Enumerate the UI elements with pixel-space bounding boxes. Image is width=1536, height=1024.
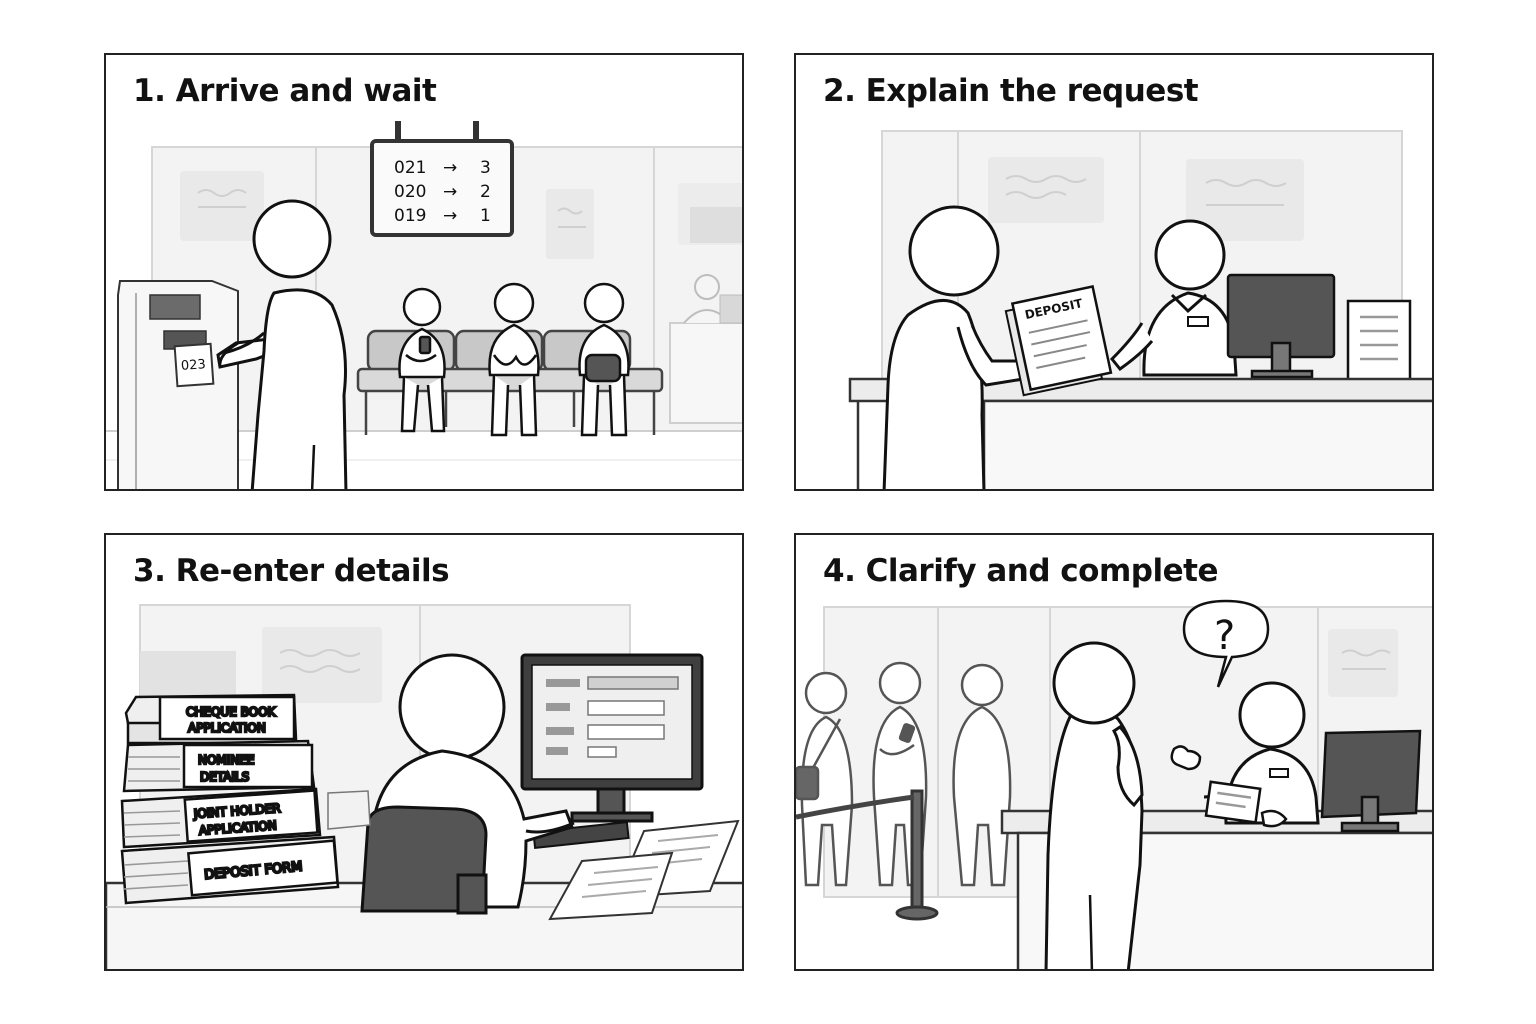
deposit-slip: DEPOSIT xyxy=(1004,285,1113,397)
customer-at-kiosk xyxy=(216,199,348,489)
teller-monitor xyxy=(1226,273,1336,379)
nominee-details-form: NOMINEE DETAILS xyxy=(122,739,316,793)
panel-title: 1. Arrive and wait xyxy=(133,73,437,109)
svg-text:APPLICATION: APPLICATION xyxy=(198,818,277,837)
seated-customer xyxy=(398,287,446,433)
customer-thinking xyxy=(1044,641,1144,969)
panel-explain-the-request: 2. Explain the request xyxy=(794,53,1434,491)
ticket-kiosk: 023 xyxy=(117,280,239,489)
queue-ticket: 021 xyxy=(394,158,426,178)
scene-clarification: ? xyxy=(796,599,1432,969)
panel-title: 4. Clarify and complete xyxy=(823,553,1218,589)
form-stack: CHEQUE BOOK APPLICATION NOMINEE DETAILS xyxy=(120,693,371,905)
panel-title: 2. Explain the request xyxy=(823,73,1199,109)
queue-counter: 2 xyxy=(480,182,491,202)
desk-papers xyxy=(548,819,740,921)
wall-poster xyxy=(546,189,594,259)
panel-arrive-and-wait: 1. Arrive and wait 021 → 3 020 → 2 019 → xyxy=(104,53,744,491)
seated-customer xyxy=(488,282,540,437)
wall-poster xyxy=(988,157,1104,223)
deposit-form: DEPOSIT FORM xyxy=(120,835,340,905)
queue-arrow: → xyxy=(443,182,457,202)
teller-form xyxy=(1204,780,1262,824)
svg-text:DETAILS: DETAILS xyxy=(200,770,249,784)
panel-clarify-and-complete: 4. Clarify and complete xyxy=(794,533,1434,971)
queue-ticket: 019 xyxy=(394,206,426,226)
cheque-book-application-form: CHEQUE BOOK APPLICATION xyxy=(124,693,298,745)
queue-ticket-slip: 023 xyxy=(173,342,215,388)
joint-holder-application-form: JOINT HOLDER APPLICATION xyxy=(120,787,322,849)
queue-arrow: → xyxy=(443,206,457,226)
svg-text:NOMINEE: NOMINEE xyxy=(198,753,254,767)
svg-text:CHEQUE BOOK: CHEQUE BOOK xyxy=(186,705,277,719)
svg-text:APPLICATION: APPLICATION xyxy=(188,721,266,735)
counter-info-sign xyxy=(1346,299,1412,387)
queue-counter: 1 xyxy=(480,206,491,226)
queue-display-board: 021 → 3 020 → 2 019 → 1 xyxy=(370,121,514,237)
bank-teller xyxy=(1203,681,1320,825)
scene-data-entry-desk: CHEQUE BOOK APPLICATION NOMINEE DETAILS xyxy=(106,604,742,969)
seated-customer xyxy=(578,282,630,437)
bank-teller xyxy=(1109,219,1238,377)
svg-text:023: 023 xyxy=(181,357,207,374)
teller-monitor xyxy=(1320,729,1422,833)
queue-ticket: 020 xyxy=(394,182,426,202)
bank-counter xyxy=(848,377,1432,489)
queue-arrow: → xyxy=(443,158,457,178)
queue-counter: 3 xyxy=(480,158,491,178)
panel-title: 3. Re-enter details xyxy=(133,553,450,589)
scene-waiting-area: 021 → 3 020 → 2 019 → 1 023 xyxy=(106,121,742,489)
queue-barrier-stanchion xyxy=(796,789,939,921)
queue-customer xyxy=(952,663,1012,887)
computer-monitor xyxy=(520,653,704,823)
scene-teller-counter: DEPOSIT xyxy=(848,130,1432,489)
panel-re-enter-details: 3. Re-enter details xyxy=(104,533,744,971)
wall-poster xyxy=(1328,629,1398,697)
clerk-typing xyxy=(360,653,575,915)
question-mark: ? xyxy=(1214,613,1235,659)
wall-poster xyxy=(262,627,382,703)
speech-bubble: ? xyxy=(1182,599,1270,688)
background-teller xyxy=(694,274,720,300)
queue-customer xyxy=(796,671,854,887)
customer-at-counter xyxy=(882,205,1038,489)
